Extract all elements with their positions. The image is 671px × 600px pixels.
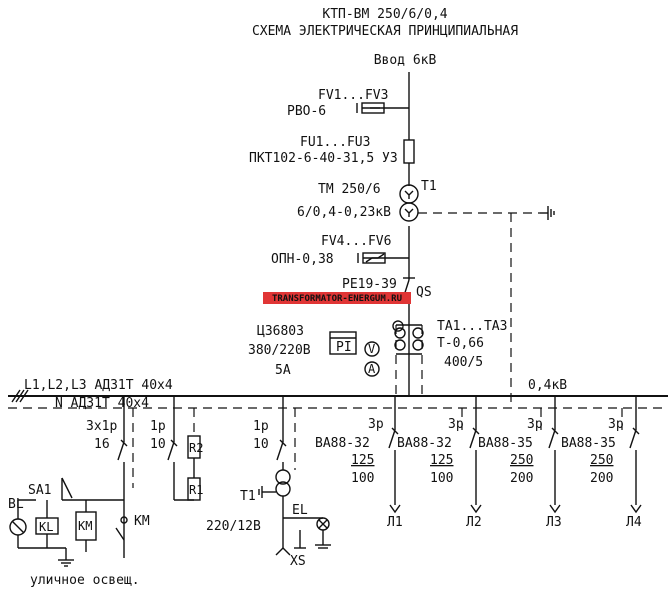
feeder-3-breaker: ВА88-35	[478, 436, 533, 451]
lv-arrester	[357, 252, 409, 264]
feeder-1-setting: 100	[351, 471, 374, 486]
neutral-bus-label: N АД31Т 40х4	[55, 396, 149, 411]
voltmeter-icon	[364, 341, 380, 357]
aux-breaker-3	[258, 396, 331, 556]
feeder-3-line: Л3	[546, 515, 562, 530]
ct-ratio: 400/5	[444, 355, 483, 370]
hv-arrester	[356, 102, 409, 114]
km-label: KM	[134, 514, 150, 529]
km-coil-label: KM	[78, 519, 92, 533]
switch-ref: QS	[416, 285, 432, 300]
feeder-4	[621, 396, 642, 514]
street-light-control	[9, 477, 124, 567]
aux-transformer-ref: T1	[240, 489, 256, 504]
feeder-2-setting: 100	[430, 471, 453, 486]
ct-type: Т-0,66	[437, 336, 484, 351]
feeder-2	[461, 396, 482, 514]
power-transformer	[399, 184, 555, 408]
meter-type: Ц36803	[257, 324, 304, 339]
aux1-poles: 3х1р	[86, 419, 117, 434]
feeder-2-line: Л2	[466, 515, 482, 530]
transformer-ref: T1	[421, 179, 437, 194]
feeder-3	[540, 396, 561, 514]
energy-meter	[329, 331, 357, 355]
ammeter-icon	[364, 361, 380, 377]
feeder-1-line: Л1	[387, 515, 403, 530]
hv-fuse	[403, 139, 415, 164]
feeder-2-rating: 125	[430, 453, 453, 468]
fuse-type: ПКТ102-6-40-31,5 У3	[249, 151, 398, 166]
aux-transformer-voltage: 220/12В	[206, 519, 261, 534]
meter-current: 5А	[275, 363, 291, 378]
feeder-4-breaker: ВА88-35	[561, 436, 616, 451]
feeder-1-breaker: ВА88-32	[315, 436, 370, 451]
bus-voltage: 0,4кВ	[528, 378, 567, 393]
aux2-poles: 1р	[150, 419, 166, 434]
meter-symbol: PI	[336, 340, 352, 355]
watermark: TRANSFORMATOR-ENERGUM.RU	[272, 294, 402, 304]
ammeter-symbol: A	[368, 362, 376, 376]
switch-type: РЕ19-39	[342, 277, 397, 292]
current-transformers	[392, 320, 424, 396]
street-lighting-label: уличное освещ.	[30, 573, 140, 588]
aux3-poles: 1р	[253, 419, 269, 434]
el-label: EL	[292, 503, 308, 518]
lv-arrester-type: ОПН-0,38	[271, 252, 334, 267]
aux2-rating: 10	[150, 437, 166, 452]
phase-bus-label: L1,L2,L3 АД31Т 40х4	[24, 378, 173, 393]
fuse-ref: FU1...FU3	[300, 135, 370, 150]
sa1-label: SA1	[28, 483, 51, 498]
feeder-2-breaker: ВА88-32	[397, 436, 452, 451]
transformer-type: ТМ 250/6	[318, 182, 381, 197]
km-contact-node	[120, 516, 128, 524]
feeder-1	[388, 396, 401, 514]
lv-arrester-ref: FV4...FV6	[321, 234, 391, 249]
feeder-1-rating: 125	[351, 453, 374, 468]
feeder-1-poles: 3р	[368, 417, 384, 432]
feeder-3-poles: 3р	[527, 417, 543, 432]
feeder-4-line: Л4	[626, 515, 642, 530]
aux-breaker-2	[167, 396, 201, 501]
feeder-2-poles: 3р	[448, 417, 464, 432]
transformer-ratio: 6/0,4-0,23кВ	[297, 205, 391, 220]
voltmeter-symbol: V	[368, 342, 375, 356]
hv-arrester-ref: FV1...FV3	[318, 88, 388, 103]
feeder-4-rating: 250	[590, 453, 613, 468]
meter-voltage: 380/220В	[248, 343, 311, 358]
bl-label: BL	[8, 497, 24, 512]
aux3-rating: 10	[253, 437, 269, 452]
title-line1: КТП-ВМ 250/6/0,4	[322, 7, 447, 22]
aux1-rating: 16	[94, 437, 110, 452]
title-line2: СХЕМА ЭЛЕКТРИЧЕСКАЯ ПРИНЦИПИАЛЬНАЯ	[252, 24, 518, 39]
feeder-4-poles: 3р	[608, 417, 624, 432]
hv-arrester-type: РВО-6	[287, 104, 326, 119]
ct-ref: TA1...TA3	[437, 319, 507, 334]
xs-label: XS	[290, 554, 306, 569]
kl-label: KL	[39, 520, 53, 534]
input-label: Ввод 6кВ	[374, 53, 437, 68]
feeder-3-rating: 250	[510, 453, 533, 468]
r1-label: R1	[189, 483, 203, 497]
r2-label: R2	[189, 441, 203, 455]
watermark-bg	[263, 292, 411, 304]
busbars	[8, 389, 668, 409]
feeder-3-setting: 200	[510, 471, 533, 486]
feeder-4-setting: 200	[590, 471, 613, 486]
aux-breaker-1	[115, 396, 134, 558]
